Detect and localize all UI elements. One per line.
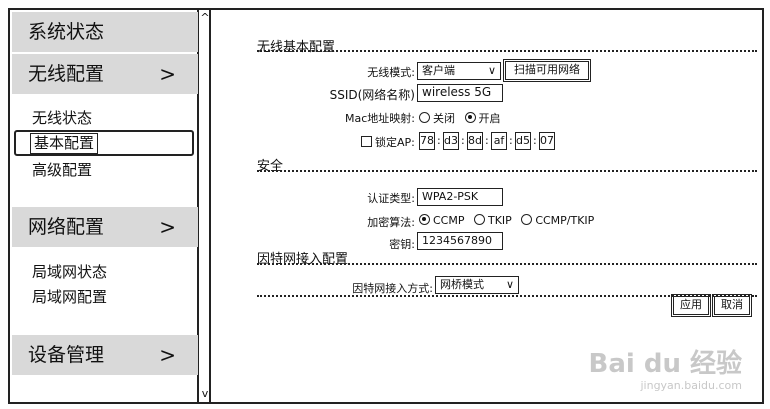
ssid-label: SSID(网络名称) — [329, 88, 415, 102]
watermark-url: jingyan.baidu.com — [640, 379, 742, 392]
lock-ap-label: 锁定AP: — [375, 136, 415, 149]
cipher-radio-group: CCMP TKIP CCMP/TKIP — [419, 214, 600, 227]
cipher-ccmp-tkip-label: CCMP/TKIP — [535, 214, 595, 227]
cipher-tkip-label: TKIP — [488, 214, 512, 227]
internet-mode-label: 因特网接入方式: — [352, 282, 433, 295]
chevron-right-icon: > — [159, 343, 176, 367]
sidebar-item-advanced-config[interactable]: 高级配置 — [32, 161, 93, 179]
scroll-up-icon[interactable]: ^ — [200, 11, 210, 24]
section-divider — [257, 295, 757, 297]
ssid-input[interactable]: wireless 5G — [417, 84, 503, 102]
sidebar-section-label: 无线配置 — [28, 63, 105, 85]
lock-ap-row: 锁定AP: — [361, 134, 415, 150]
lock-ap-checkbox[interactable] — [361, 136, 372, 147]
section-divider — [257, 170, 757, 172]
section-title-wireless-basic: 无线基本配置 — [257, 40, 336, 55]
sidebar-item-lan-status[interactable]: 局域网状态 — [32, 263, 108, 281]
internet-mode-select[interactable]: 网桥模式 ∨ — [435, 276, 519, 294]
chevron-down-icon: ∨ — [487, 64, 496, 77]
radio-tkip[interactable] — [474, 214, 485, 225]
sidebar-section-wireless[interactable]: 无线配置 > — [12, 54, 198, 94]
router-config-window: 系统状态 无线配置 > 无线状态 基本配置 高级配置 网络配置 > 局域网状态 … — [8, 8, 764, 404]
sidebar-scrollbar[interactable]: ^ v — [199, 10, 211, 402]
mac-octet-input[interactable]: 78 — [419, 132, 435, 150]
mac-mapping-radio-group: 关闭 开启 — [419, 110, 507, 126]
auth-type-label: 认证类型: — [367, 192, 415, 205]
wireless-mode-select[interactable]: 客户端 ∨ — [417, 62, 501, 80]
chevron-right-icon: > — [159, 62, 176, 86]
mac-off-label: 关闭 — [433, 112, 455, 125]
cipher-ccmp-label: CCMP — [433, 214, 465, 227]
mac-octet-input[interactable]: 8d — [467, 132, 483, 150]
section-divider — [257, 263, 757, 265]
sidebar-section-label: 系统状态 — [28, 21, 105, 43]
key-input[interactable]: 1234567890 — [417, 232, 503, 250]
sidebar-section-network[interactable]: 网络配置 > — [12, 207, 198, 247]
sidebar-item-wireless-status[interactable]: 无线状态 — [32, 109, 93, 127]
sidebar-nav: 系统状态 无线配置 > 无线状态 基本配置 高级配置 网络配置 > 局域网状态 … — [10, 10, 199, 402]
mac-on-label: 开启 — [478, 112, 501, 125]
cipher-option-ccmp-tkip[interactable]: CCMP/TKIP — [521, 214, 594, 227]
scroll-down-icon[interactable]: v — [201, 387, 209, 400]
cipher-label: 加密算法: — [367, 216, 415, 229]
mac-address-fields: 78 : d3 : 8d : af : d5 : 07 — [419, 132, 569, 150]
cipher-option-ccmp[interactable]: CCMP — [419, 214, 465, 227]
mac-mapping-on-option[interactable]: 开启 — [464, 112, 501, 125]
scan-networks-button[interactable]: 扫描可用网络 — [503, 59, 591, 82]
config-content-panel: 无线基本配置 无线模式: 客户端 ∨ 扫描可用网络 SSID(网络名称) wir… — [213, 10, 764, 402]
chevron-down-icon: ∨ — [505, 278, 514, 291]
watermark-brand: Bai du 经验 — [588, 349, 743, 379]
sidebar-section-label: 网络配置 — [28, 216, 105, 238]
sidebar-item-lan-config[interactable]: 局域网配置 — [32, 288, 108, 306]
mac-octet-input[interactable]: d3 — [443, 132, 459, 150]
auth-type-field[interactable]: WPA2-PSK — [417, 188, 503, 206]
mac-octet-input[interactable]: af — [491, 132, 507, 150]
section-divider — [257, 50, 757, 52]
sidebar-section-device-mgmt[interactable]: 设备管理 > — [12, 335, 198, 375]
internet-mode-value: 网桥模式 — [440, 278, 484, 291]
baidu-watermark: Bai du 经验 jingyan.baidu.com — [589, 349, 743, 392]
radio-on[interactable] — [464, 112, 476, 123]
sidebar-section-system-status[interactable]: 系统状态 — [12, 12, 198, 52]
sidebar-item-label: 基本配置 — [30, 133, 99, 154]
apply-button[interactable]: 应用 — [671, 294, 711, 317]
chevron-right-icon: > — [159, 215, 176, 239]
radio-off[interactable] — [419, 112, 430, 123]
mac-mapping-label: Mac地址映射: — [345, 112, 415, 125]
cipher-option-tkip[interactable]: TKIP — [474, 214, 512, 227]
mac-octet-input[interactable]: d5 — [515, 132, 531, 150]
radio-ccmp[interactable] — [419, 214, 430, 225]
radio-ccmp-tkip[interactable] — [521, 214, 533, 225]
key-label: 密钥: — [389, 238, 415, 251]
mac-mapping-off-option[interactable]: 关闭 — [419, 112, 455, 125]
sidebar-section-label: 设备管理 — [28, 344, 105, 366]
wireless-mode-value: 客户端 — [422, 64, 455, 77]
cancel-button[interactable]: 取消 — [712, 294, 752, 317]
wireless-mode-label: 无线模式: — [367, 66, 415, 79]
sidebar-item-basic-config[interactable]: 基本配置 — [14, 130, 194, 156]
mac-octet-input[interactable]: 07 — [539, 132, 555, 150]
